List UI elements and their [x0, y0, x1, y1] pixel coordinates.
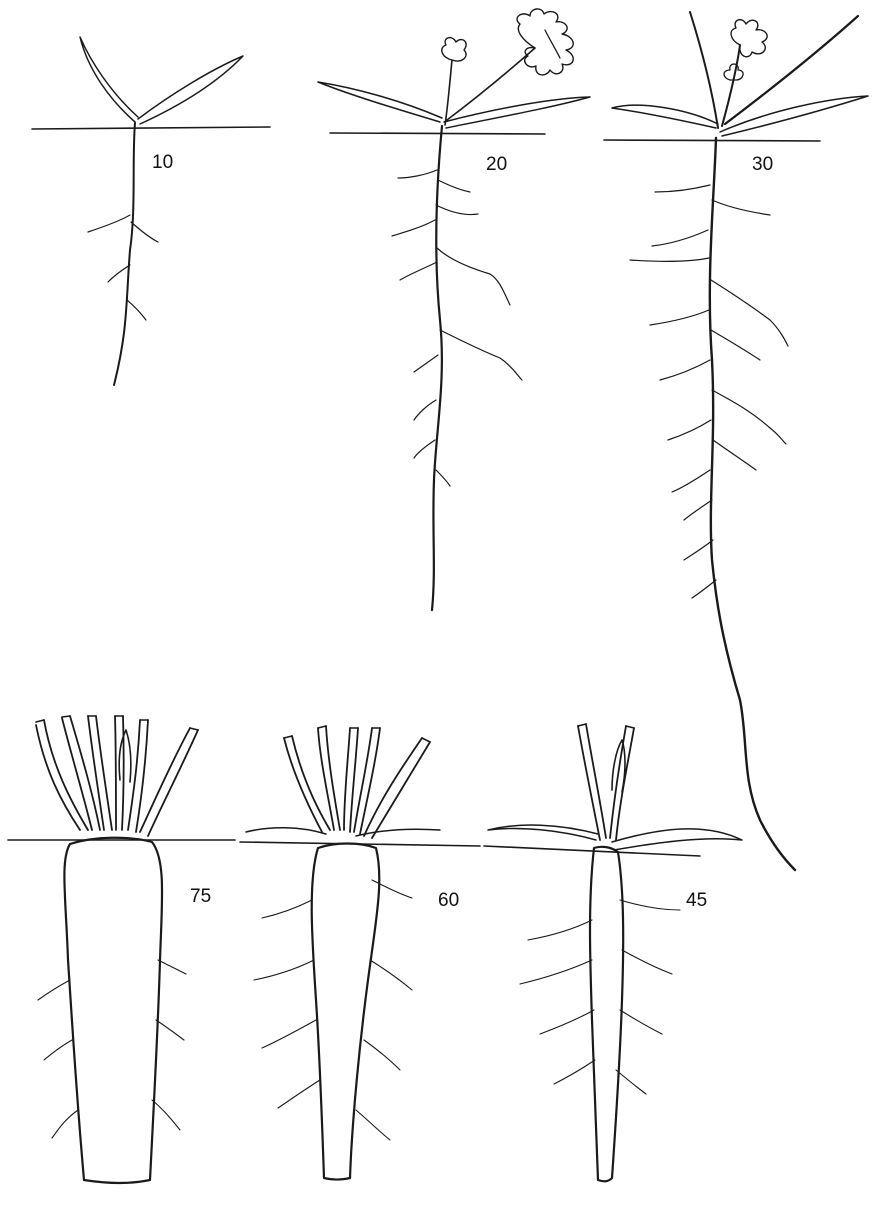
stage-30-soil-line [604, 140, 820, 141]
stage-30-label: 30 [752, 154, 773, 175]
stage-45-soil-line [484, 846, 700, 856]
stage-60-label: 60 [438, 890, 459, 911]
stage-10-taproot [114, 123, 135, 385]
stage-20-cotyledon-right [444, 97, 590, 128]
stage-20-soil-line [330, 133, 545, 134]
stage-60-root [312, 844, 380, 1180]
stage-45-carrot: 45 [484, 724, 742, 1181]
stage-45-root [590, 847, 623, 1182]
stage-30-cotyledon-left [612, 105, 718, 128]
stage-10-cotyledon-left [80, 37, 138, 122]
stage-10-soil-line [32, 127, 270, 129]
stage-10-seedling: 10 [32, 37, 270, 385]
stage-20-label: 20 [486, 154, 507, 175]
stage-75-label: 75 [190, 886, 211, 907]
stage-20-compound-leaf [517, 9, 573, 75]
stage-10-cotyledon-right [138, 56, 243, 124]
stage-75-root [64, 838, 162, 1183]
stage-45-label: 45 [686, 890, 707, 911]
stage-20-taproot [432, 126, 442, 610]
stage-20-cotyledon-left [318, 82, 442, 122]
stage-30-taproot [710, 138, 795, 870]
stage-60-carrot: 60 [240, 726, 480, 1180]
stage-75-carrot: 75 [8, 716, 235, 1183]
stage-75-new-leaf [119, 730, 131, 782]
stage-30-compound-leaf [731, 20, 767, 57]
stage-20-seedling: 20 [318, 9, 590, 610]
stage-30-cotyledon-right [720, 96, 868, 136]
stage-30-seedling: 30 [604, 12, 868, 870]
stage-20-small-leaflet [442, 38, 466, 61]
stage-10-label: 10 [152, 152, 173, 173]
